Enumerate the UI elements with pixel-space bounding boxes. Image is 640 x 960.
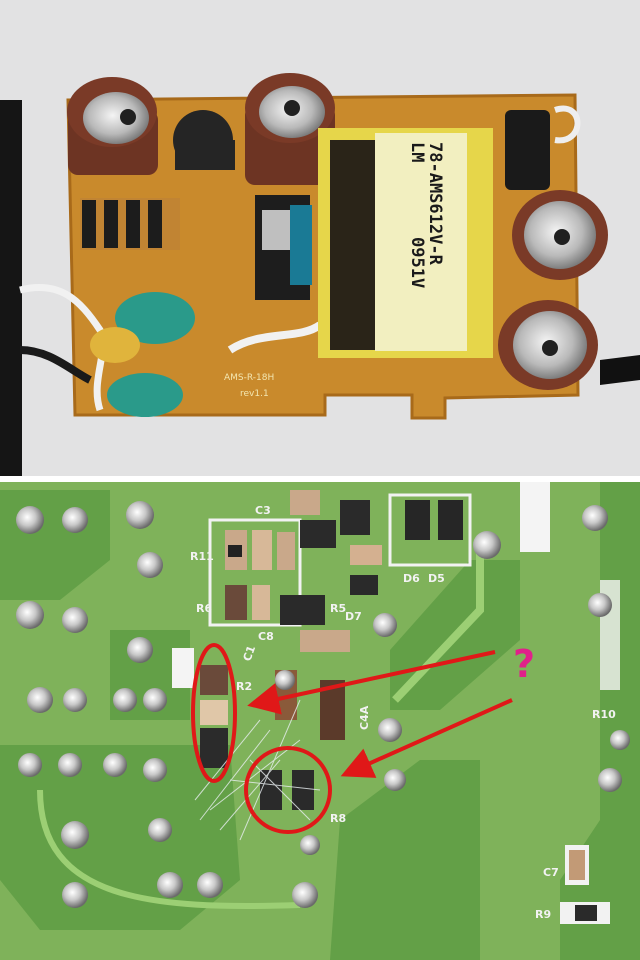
annotation-arrow [247,650,496,715]
silk-d5: D5 [428,572,445,585]
highlight-circle [244,746,332,834]
solder-pads [16,501,630,908]
transformer-part-number: 78-AMS612V-R [425,142,445,266]
annotation-arrow [340,698,513,778]
electrolytic-capacitor [67,77,158,175]
silk-r10: R10 [592,708,616,721]
transformer-maker: LM [407,142,427,162]
transformer-date-code: 0951V [407,237,427,288]
silk-r9: R9 [535,908,551,921]
diode [505,110,550,190]
output-cable [600,355,640,385]
black-wire [19,346,92,384]
smd-components [200,490,610,924]
silk-r11: R11 [190,550,214,563]
x-capacitor [90,327,140,363]
pin-header [80,198,180,250]
silk-c8: C8 [258,630,274,643]
silk-c3: C3 [255,504,271,517]
black-cable [0,100,22,476]
y-capacitor [107,373,183,417]
board-revision-marking: rev1.1 [240,389,269,399]
transformer: 78-AMS612V-R LM 0951V [318,128,493,358]
electrolytic-capacitor [245,73,335,185]
silk-c1: C1 [241,644,259,663]
silk-d7: D7 [345,610,362,623]
silk-d6: D6 [403,572,420,585]
highlight-ellipse [191,643,237,783]
white-wire [19,283,107,412]
silk-c7: C7 [543,866,559,879]
silk-r5: R5 [330,602,346,615]
silk-r2: R2 [236,680,252,693]
transformer-label [375,133,467,351]
silk-c4a: C4A [358,705,371,730]
board-model-marking: AMS-R-18H [224,373,274,383]
bottom-photo: R11 R6 C8 C1 R2 R8 R10 C7 R9 D6 D5 C4A R… [0,482,640,960]
silk-r8: R8 [330,812,346,825]
electrolytic-capacitor [512,190,608,280]
blue-capacitor [290,205,312,285]
photo-divider [0,476,640,482]
electrolytic-capacitor [498,300,598,390]
y-capacitor [115,292,195,344]
top-photo: 78-AMS612V-R LM 0951V AMS-R-18H rev1.1 [0,0,640,476]
silk-r6: R6 [196,602,212,615]
question-mark-annotation: ? [513,642,535,686]
